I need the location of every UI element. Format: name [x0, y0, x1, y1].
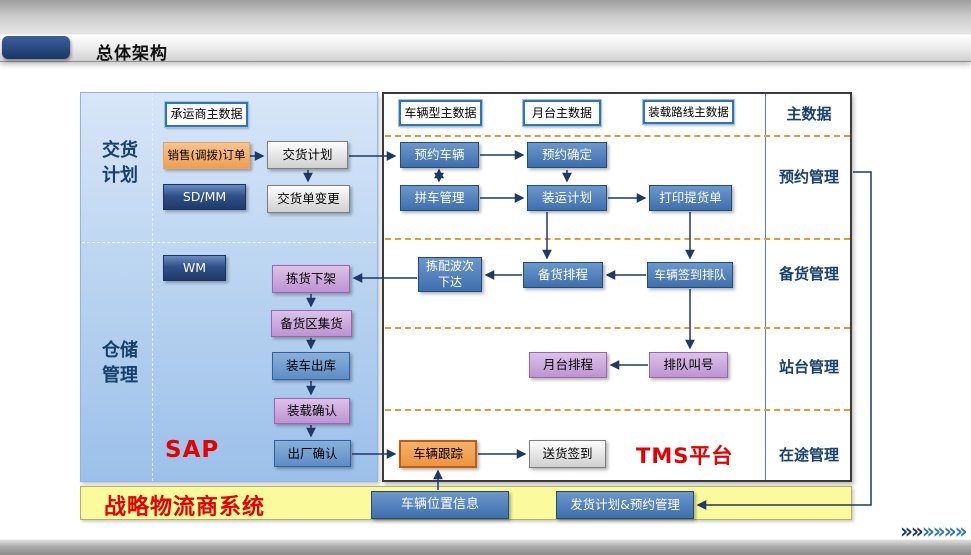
node-picking-offshelf: 拣货下架 [272, 265, 350, 293]
decorative-chevrons: »»»»»» [900, 519, 968, 543]
node-shipping-plan: 装运计划 [527, 185, 607, 211]
tms-section-intransit-mgmt: 在途管理 [778, 446, 839, 464]
tms-divider-station [385, 409, 850, 411]
node-factory-exit-confirm: 出厂确认 [274, 440, 351, 467]
tms-divider-reservation [385, 238, 850, 240]
title-banner-tab [2, 36, 70, 59]
title-banner [0, 34, 971, 62]
node-staging-area-collect: 备货区集货 [271, 310, 352, 337]
node-vehicle-tracking: 车辆跟踪 [399, 440, 477, 468]
tms-section-label-divider [765, 94, 766, 480]
chevron-icon: »» [900, 519, 924, 543]
node-vehicle-checkin-queue: 车辆签到排队 [647, 262, 733, 288]
node-delivery-plan: 交货计划 [267, 141, 348, 169]
node-carpool-mgmt: 拼车管理 [400, 185, 479, 211]
node-carrier-master-data: 承运商主数据 [165, 102, 248, 127]
page-title: 总体架构 [96, 44, 168, 64]
node-delivery-signin: 送货签到 [529, 440, 606, 468]
tms-section-stocking-mgmt: 备货管理 [778, 265, 839, 283]
node-loading-confirm: 装载确认 [274, 398, 350, 424]
node-sd-mm: SD/MM [163, 184, 246, 210]
node-print-lading-bill: 打印提货单 [649, 185, 732, 211]
tms-system-label: TMS平台 [636, 444, 734, 468]
sap-system-label: SAP [165, 437, 220, 463]
node-loading-route-master: 装载路线主数据 [643, 100, 734, 124]
node-delivery-order-change: 交货单变更 [267, 185, 350, 213]
tms-divider-masterdata [385, 135, 850, 137]
node-picking-wave-release: 拣配波次下达 [418, 257, 482, 292]
sap-section-delivery-plan: 交货计划 [102, 140, 138, 187]
sap-section-warehouse-mgmt: 仓储管理 [102, 340, 138, 387]
node-reserve-vehicle: 预约车辆 [400, 142, 479, 168]
bottom-gray-band [0, 539, 971, 555]
node-truck-loading-outbound: 装车出库 [272, 352, 350, 380]
node-dock-schedule: 月台排程 [529, 352, 607, 378]
node-sales-order: 销售(调拨)订单 [163, 142, 250, 169]
logistics-provider-title: 战略物流商系统 [104, 495, 266, 520]
node-vehicle-type-master: 车辆型主数据 [399, 100, 482, 126]
sap-label-column-divider [152, 93, 153, 481]
node-ship-plan-reservation: 发货计划&预约管理 [556, 491, 694, 519]
top-gray-band [0, 0, 971, 34]
tms-section-station-mgmt: 站台管理 [778, 358, 839, 376]
chevron-icon: »»»» [921, 519, 968, 543]
node-stocking-schedule: 备货排程 [523, 262, 603, 288]
node-vehicle-location-info: 车辆位置信息 [371, 491, 509, 519]
tms-section-master-data: 主数据 [786, 105, 832, 123]
node-wm: WM [163, 255, 226, 281]
node-queue-calling: 排队叫号 [649, 352, 728, 378]
tms-section-reservation-mgmt: 预约管理 [778, 168, 839, 186]
tms-divider-stocking [385, 327, 850, 329]
node-reservation-confirm: 预约确定 [527, 142, 607, 168]
sap-section-divider [82, 242, 376, 243]
node-dock-master: 月台主数据 [523, 100, 601, 126]
